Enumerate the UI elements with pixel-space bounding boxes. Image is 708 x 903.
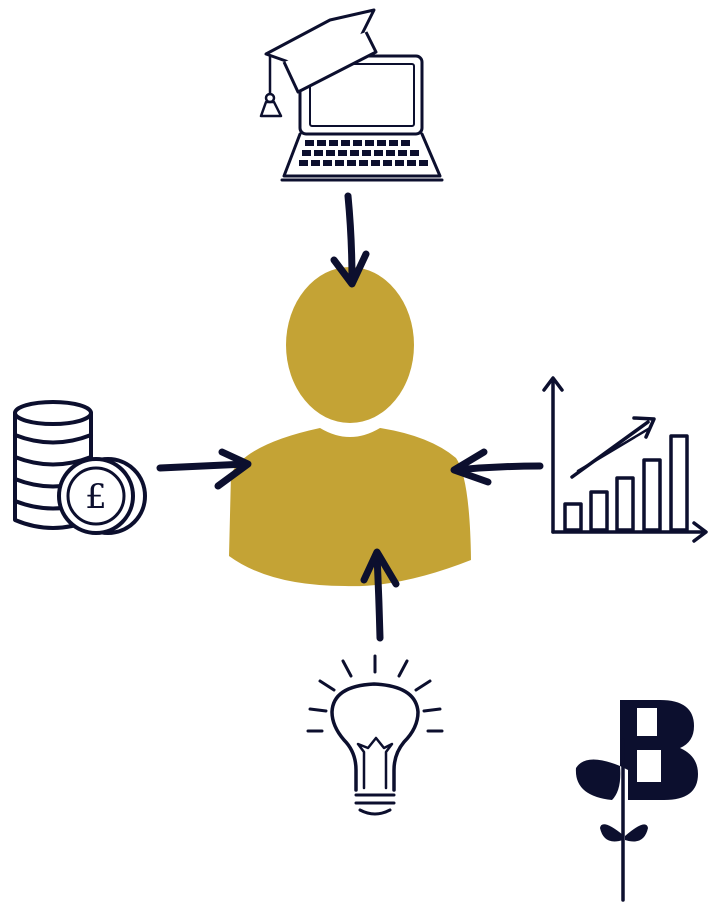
growth-chart-icon	[542, 376, 708, 543]
graduation-laptop-icon	[259, 8, 444, 182]
arrow-right-icon	[450, 448, 544, 486]
arrow-left-icon	[156, 448, 252, 490]
pound-coins-icon: £	[13, 400, 147, 535]
arrow-bottom-icon	[360, 548, 400, 642]
pound-symbol: £	[85, 477, 107, 517]
lightbulb-icon	[306, 654, 444, 816]
person-icon	[229, 267, 471, 587]
arrow-top-icon	[330, 192, 370, 288]
sprout-b-logo-icon	[575, 700, 698, 902]
